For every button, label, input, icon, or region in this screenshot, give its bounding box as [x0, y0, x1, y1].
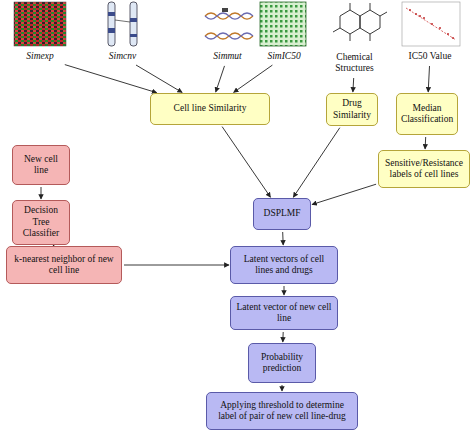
process-box: New cell line — [12, 145, 70, 185]
process-box: Probability prediction — [248, 343, 316, 383]
arrow-connector — [312, 184, 376, 204]
node-text: Simexp — [26, 51, 53, 62]
arrow-connector — [425, 137, 427, 149]
node-text: Median Classification — [401, 103, 453, 126]
arrow-connector — [428, 66, 429, 92]
process-box: Decision Tree Classifier — [12, 200, 70, 245]
arrow-connector — [282, 332, 283, 342]
source-label: SimIC50 — [256, 50, 312, 64]
node-text: New cell line — [17, 154, 65, 177]
node-text: Cell line Similarity — [174, 103, 247, 114]
node-text: Probability prediction — [253, 352, 311, 375]
node-text: SimIC50 — [267, 51, 300, 62]
node-text: Sensitive/Resistance labels of cell line… — [383, 158, 465, 181]
arrow-connector — [284, 286, 285, 295]
node-text: Simmut — [213, 51, 242, 62]
process-box: Sensitive/Resistance labels of cell line… — [378, 150, 470, 188]
arrow-connector — [124, 265, 229, 266]
node-text: Latent vectors of cell lines and drugs — [235, 254, 333, 277]
source-label: Simexp — [10, 50, 70, 64]
process-box: Latent vector of new cell line — [230, 296, 338, 330]
scatter-plot-icon — [402, 2, 460, 46]
arrow-connector — [234, 65, 273, 92]
process-box: Median Classification — [396, 93, 458, 135]
node-text: DSPLMF — [264, 208, 301, 219]
source-label: Chemical Structures — [322, 50, 387, 76]
arrow-connector — [282, 232, 284, 245]
matrix-icon — [260, 2, 306, 46]
process-box: Applying threshold to determine label of… — [206, 392, 358, 430]
node-text: Chemical Structures — [322, 52, 387, 75]
chemical-structure-icon — [333, 3, 387, 41]
arrow-connector — [216, 66, 225, 92]
process-box: DSPLMF — [253, 198, 311, 230]
chromosome-icon — [108, 2, 137, 46]
process-box: Drug Similarity — [326, 93, 378, 126]
arrow-connector — [222, 127, 270, 198]
node-text: Applying threshold to determine label of… — [211, 400, 353, 423]
node-text: Drug Similarity — [331, 98, 373, 121]
source-label: IC50 Value — [400, 50, 460, 64]
arrow-connector — [282, 385, 283, 391]
node-text: k-nearest neighbor of new cell line — [11, 254, 117, 277]
heatmap-icon — [14, 2, 66, 46]
source-label: Simcnv — [95, 50, 150, 64]
dna-icon — [205, 8, 253, 39]
arrow-connector — [293, 128, 340, 198]
source-label: Simmut — [200, 50, 255, 64]
arrow-connector — [41, 187, 42, 199]
node-text: Latent vector of new cell line — [235, 302, 333, 325]
process-box: Cell line Similarity — [150, 93, 270, 125]
node-text: Decision Tree Classifier — [17, 205, 65, 239]
process-box: Latent vectors of cell lines and drugs — [230, 246, 338, 284]
arrow-connector — [136, 65, 182, 93]
node-text: Simcnv — [109, 51, 136, 62]
arrow-connector — [352, 78, 354, 92]
process-box: k-nearest neighbor of new cell line — [6, 246, 122, 284]
node-text: IC50 Value — [409, 51, 452, 62]
